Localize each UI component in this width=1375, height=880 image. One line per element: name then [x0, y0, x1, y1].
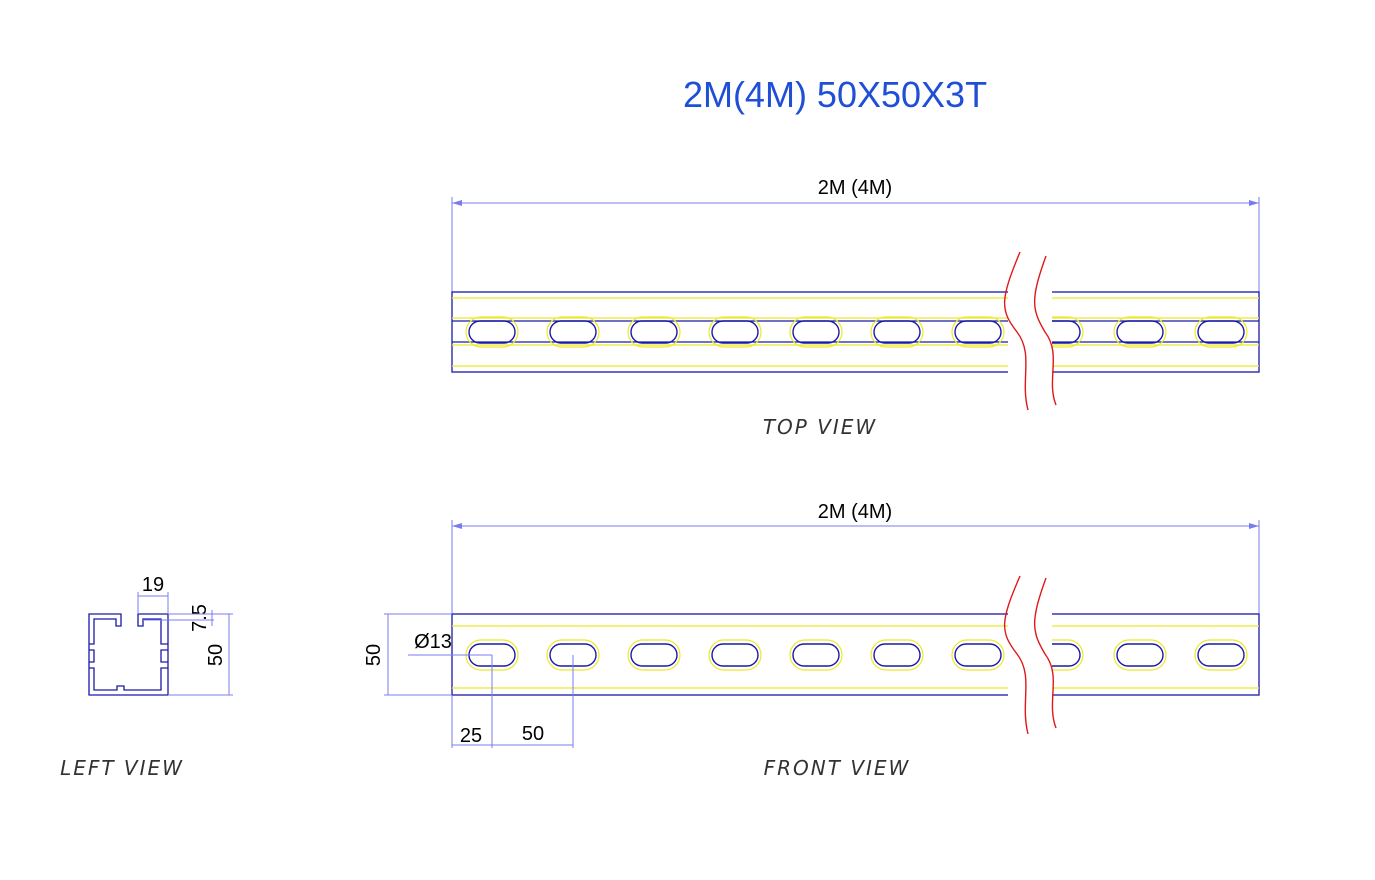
front-slot-3: [630, 643, 678, 667]
top-slot-outline-4: [708, 316, 762, 348]
front-length-label: 2M (4M): [818, 501, 892, 523]
opening-label: 19: [142, 574, 164, 596]
front-height-label: 50: [363, 644, 385, 666]
front-slot-outline-6: [870, 639, 924, 671]
top-slot-outline-10: [1194, 316, 1248, 348]
top-slot-3: [630, 320, 678, 344]
top-slot-9: [1116, 320, 1164, 344]
channel-profile: [88, 613, 169, 696]
top-slot-2: [549, 320, 597, 344]
first-hole-offset-label: 25: [460, 725, 482, 747]
hole-diameter-label: Ø13: [414, 631, 452, 653]
front-slot-9: [1116, 643, 1164, 667]
left-view: 19 7.5 50 LEFT VIEW: [60, 574, 233, 780]
lip-label: 7.5: [189, 604, 211, 632]
top-slot-5: [792, 320, 840, 344]
top-slot-outline-2: [546, 316, 600, 348]
top-break-line-right: [1033, 255, 1057, 406]
top-slot-outline-7: [951, 316, 1005, 348]
front-slot-4: [711, 643, 759, 667]
left-view-label: LEFT VIEW: [60, 756, 184, 780]
top-arrow-left: [452, 200, 462, 206]
front-slot-10: [1197, 643, 1245, 667]
front-arrow-right: [1249, 523, 1259, 529]
left-height-label: 50: [205, 644, 227, 666]
front-slot-6: [873, 643, 921, 667]
top-slot-outline-6: [870, 316, 924, 348]
front-break-line-right: [1033, 577, 1057, 729]
front-slots: [465, 639, 1248, 671]
front-slot-outline-10: [1194, 639, 1248, 671]
drawing-title: 2M(4M) 50X50X3T: [683, 74, 987, 115]
top-arrow-right: [1249, 200, 1259, 206]
front-slot-7: [954, 643, 1002, 667]
top-length-label: 2M (4M): [818, 177, 892, 199]
front-slot-outline-3: [627, 639, 681, 671]
top-slot-outline-9: [1113, 316, 1167, 348]
top-view-label: TOP VIEW: [763, 415, 877, 439]
hole-pitch-label: 50: [522, 723, 544, 745]
top-slot-outline-1: [465, 316, 519, 348]
top-slot-4: [711, 320, 759, 344]
top-slot-outline-5: [789, 316, 843, 348]
top-break-line-left: [1003, 251, 1029, 411]
top-slot-outline-3: [627, 316, 681, 348]
top-slot-1: [468, 320, 516, 344]
front-arrow-left: [452, 523, 462, 529]
top-slots: [465, 316, 1248, 348]
front-slot-5: [792, 643, 840, 667]
front-slot-outline-5: [789, 639, 843, 671]
top-slot-10: [1197, 320, 1245, 344]
front-view-label: FRONT VIEW: [764, 756, 911, 780]
top-view: 2M (4M) TOP VIEW: [451, 177, 1260, 439]
front-slot-outline-9: [1113, 639, 1167, 671]
top-slot-7: [954, 320, 1002, 344]
top-view-outline: [451, 291, 1260, 373]
front-break-line-left: [1003, 575, 1029, 735]
top-slot-6: [873, 320, 921, 344]
front-slot-outline-7: [951, 639, 1005, 671]
front-slot-outline-4: [708, 639, 762, 671]
